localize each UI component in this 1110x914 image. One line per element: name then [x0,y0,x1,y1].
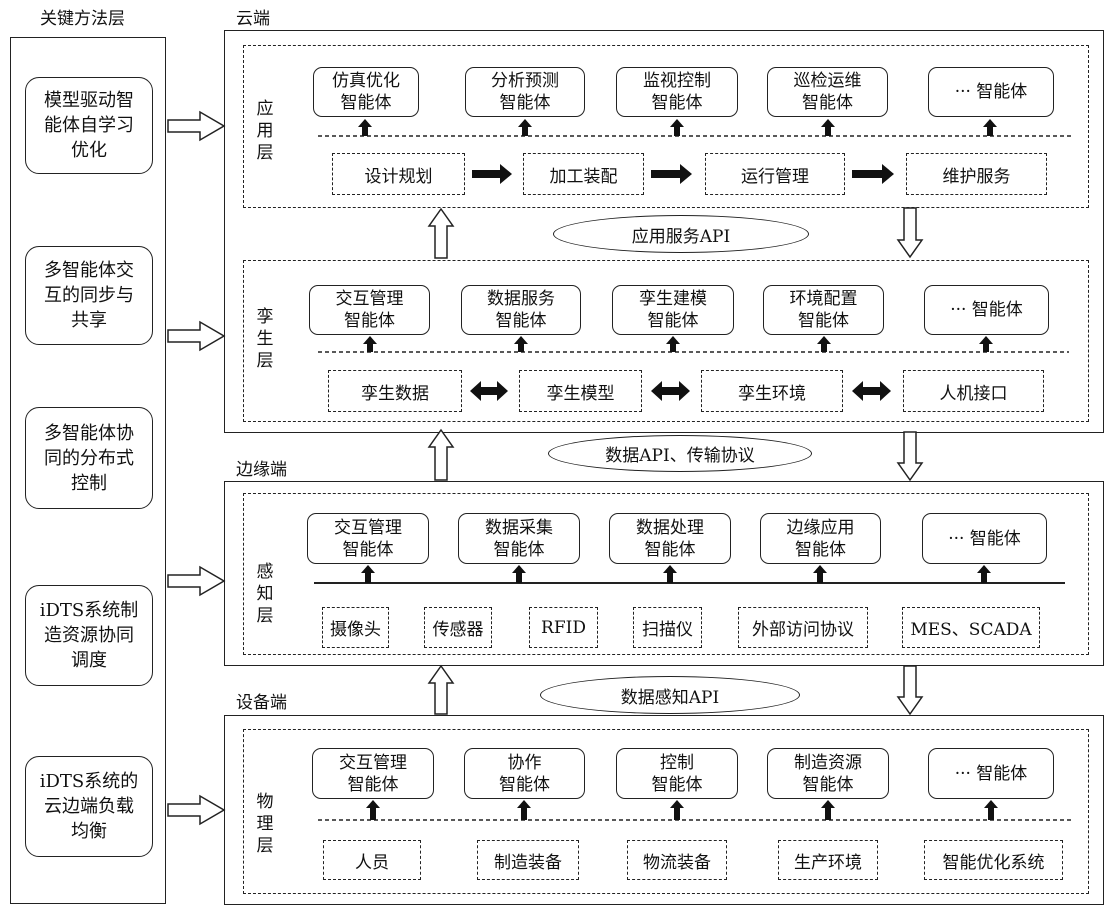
cloud-title: 云端 [236,9,270,29]
agent-data-processing: 数据处理 智能体 [609,513,731,564]
physical-layer-label: 物 理 层 [256,792,274,856]
key-methods-title: 关键方法层 [40,9,125,29]
device-scanner: 扫描仪 [633,607,702,648]
hollow-down-arrow [896,207,924,716]
small-up-arrow [358,119,997,136]
agent-interaction-management: 交互管理 智能体 [312,748,434,799]
agent-other: ··· 智能体 [922,513,1047,564]
device-sensor: 传感器 [424,607,492,648]
stage-maintenance-service: 维护服务 [906,153,1047,195]
twin-data: 孪生数据 [328,370,462,412]
data-api-transport-protocol: 数据API、传输协议 [548,435,812,472]
agent-collaboration: 协作 智能体 [464,748,585,799]
agent-data-service: 数据服务 智能体 [461,285,581,335]
small-up-arrow [363,336,993,352]
flow-right-arrow [472,164,894,184]
human-machine-interface: 人机接口 [903,370,1044,412]
mes-scada: MES、SCADA [902,607,1040,648]
twin-layer-label: 孪 生 层 [256,307,274,371]
device-camera: 摄像头 [322,607,389,648]
bidirectional-arrow [470,381,891,401]
method-model-driven-learning: 模型驱动智 能体自学习 优化 [25,77,153,174]
cloud-frame [224,30,1104,433]
agent-manufacturing-resource: 制造资源 智能体 [767,748,889,799]
twin-environment: 孪生环境 [701,370,843,412]
agent-edge-application: 边缘应用 智能体 [760,513,881,564]
method-distributed-control: 多智能体协 同的分布式 控制 [25,407,153,509]
physical-logistics-equipment: 物流装备 [627,840,727,880]
method-load-balancing: iDTS系统的 云边端负载 均衡 [25,756,153,857]
data-perception-api: 数据感知API [540,676,800,714]
stage-operation-management: 运行管理 [705,153,845,195]
small-up-arrow [366,800,998,820]
agent-monitoring-control: 监视控制 智能体 [616,67,738,117]
edge-title: 边缘端 [236,460,287,480]
agent-environment-config: 环境配置 智能体 [763,285,884,335]
method-resource-scheduling: iDTS系统制 造资源协同 调度 [25,585,153,686]
agent-interaction-management: 交互管理 智能体 [309,285,430,335]
hollow-right-arrow [167,110,226,826]
physical-intelligent-optimization-system: 智能优化系统 [924,840,1063,880]
agent-control: 控制 智能体 [616,748,738,799]
key-methods-panel [10,37,166,904]
agent-other: ··· 智能体 [924,285,1049,335]
edge-frame [224,481,1104,666]
agent-other: ··· 智能体 [928,748,1054,799]
application-layer-label: 应 用 层 [256,99,274,163]
perception-layer-label: 感 知 层 [256,562,274,626]
agent-inspection-maintenance: 巡检运维 智能体 [767,67,888,117]
physical-layer-frame [243,729,1089,894]
physical-personnel: 人员 [323,840,421,880]
application-service-api: 应用服务API [553,215,809,253]
device-rfid: RFID [529,607,598,648]
agent-simulation-optimization: 仿真优化 智能体 [313,67,419,117]
application-layer-frame [243,45,1089,208]
perception-layer-frame [243,493,1089,655]
stage-machining-assembly: 加工装配 [523,153,644,195]
agent-interaction-management: 交互管理 智能体 [307,513,429,564]
agent-analysis-prediction: 分析预测 智能体 [465,67,585,117]
external-access-protocol: 外部访问协议 [738,607,868,648]
twin-model: 孪生模型 [519,370,642,412]
small-up-arrow [361,565,991,583]
physical-production-environment: 生产环境 [778,840,878,880]
twin-layer-frame [243,260,1089,422]
hollow-up-arrow [427,207,455,715]
device-title: 设备端 [236,693,287,713]
agent-data-collection: 数据采集 智能体 [458,513,580,564]
method-multi-agent-sync: 多智能体交 互的同步与 共享 [25,246,153,345]
physical-manufacturing-equipment: 制造装备 [477,840,579,880]
agent-other: ··· 智能体 [928,67,1054,117]
stage-design-planning: 设计规划 [332,153,465,195]
agent-twin-modeling: 孪生建模 智能体 [612,285,734,335]
